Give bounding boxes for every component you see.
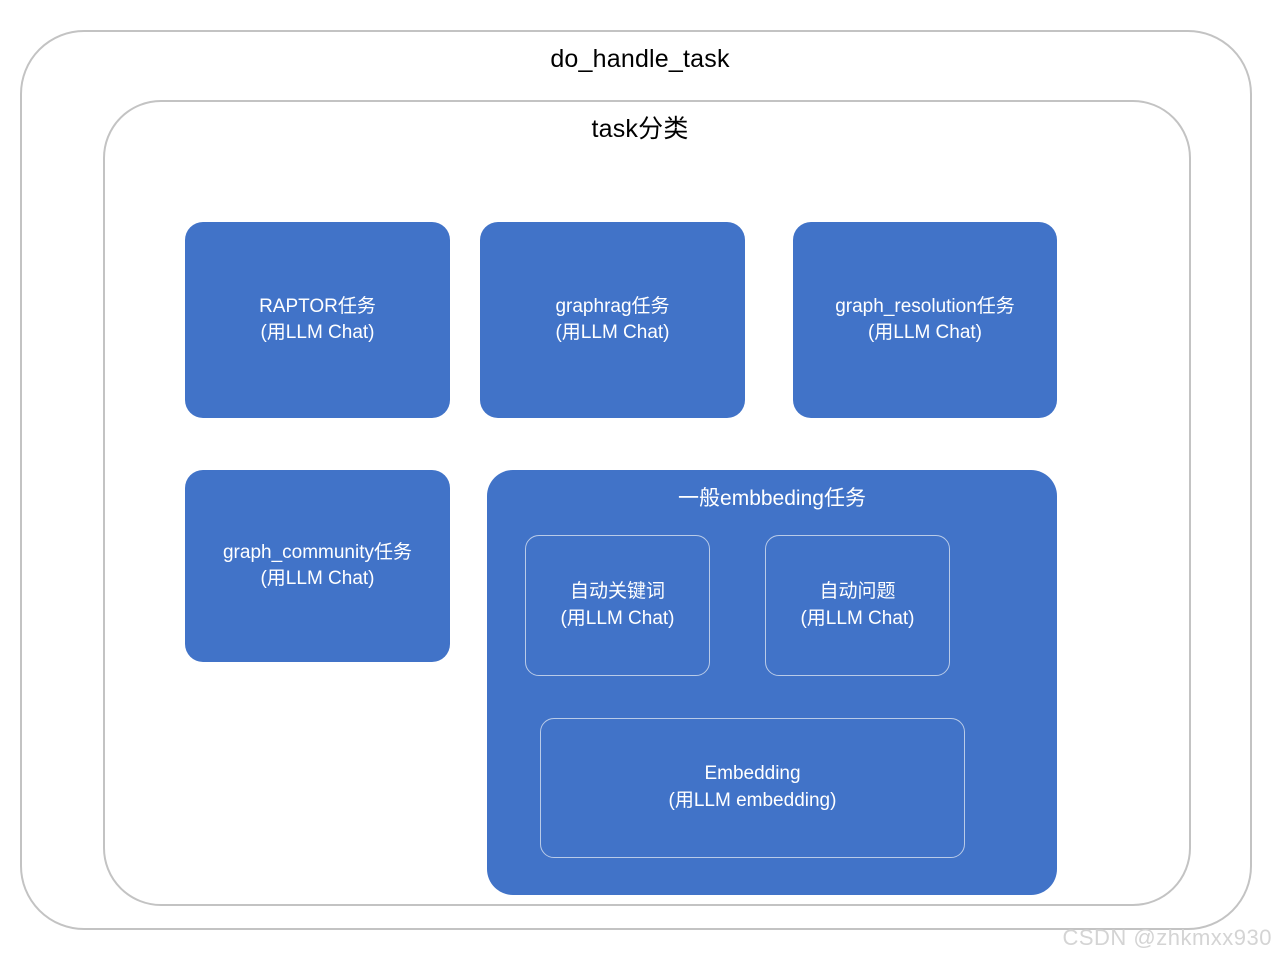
subtask-card-auto-keywords-label: 自动关键词 xyxy=(569,580,665,602)
embedding-task-group: 一般embbeding任务 自动关键词 (用LLM Chat) 自动问题 (用L… xyxy=(487,470,1057,895)
do-handle-task-frame xyxy=(20,30,1252,930)
task-classification-frame xyxy=(103,100,1191,906)
subtask-card-auto-keywords: 自动关键词 (用LLM Chat) xyxy=(525,535,710,676)
subtask-card-auto-keywords-sublabel: (用LLM Chat) xyxy=(560,607,675,629)
task-card-graphrag-label: graphrag任务 xyxy=(555,296,670,318)
subtask-card-embedding: Embedding (用LLM embedding) xyxy=(540,718,965,858)
subtask-card-embedding-sublabel: (用LLM embedding) xyxy=(668,790,837,811)
task-card-raptor: RAPTOR任务 (用LLM Chat) xyxy=(185,222,450,418)
task-card-raptor-label: RAPTOR任务 xyxy=(259,296,376,318)
task-classification-title: task分类 xyxy=(591,115,689,143)
csdn-watermark: CSDN @zhkmxx930 xyxy=(1062,925,1272,950)
task-card-graph-community-sublabel: (用LLM Chat) xyxy=(260,568,375,589)
task-card-graph-resolution-sublabel: (用LLM Chat) xyxy=(867,322,983,343)
task-card-graph-resolution-label: graph_resolution任务 xyxy=(835,296,1015,318)
embedding-task-group-title: 一般embbeding任务 xyxy=(678,487,866,510)
subtask-card-embedding-label: Embedding xyxy=(704,763,801,785)
task-card-raptor-sublabel: (用LLM Chat) xyxy=(260,322,375,343)
task-card-graph-community-label: graph_community任务 xyxy=(222,542,413,564)
task-card-graphrag-sublabel: (用LLM Chat) xyxy=(555,322,670,343)
do-handle-task-title: do_handle_task xyxy=(550,45,730,73)
subtask-card-auto-question-label: 自动问题 xyxy=(819,580,896,602)
subtask-card-auto-question-sublabel: (用LLM Chat) xyxy=(800,607,915,629)
task-card-graph-community: graph_community任务 (用LLM Chat) xyxy=(185,470,450,662)
task-card-graph-resolution: graph_resolution任务 (用LLM Chat) xyxy=(793,222,1057,418)
task-card-graphrag: graphrag任务 (用LLM Chat) xyxy=(480,222,745,418)
subtask-card-auto-question: 自动问题 (用LLM Chat) xyxy=(765,535,950,676)
